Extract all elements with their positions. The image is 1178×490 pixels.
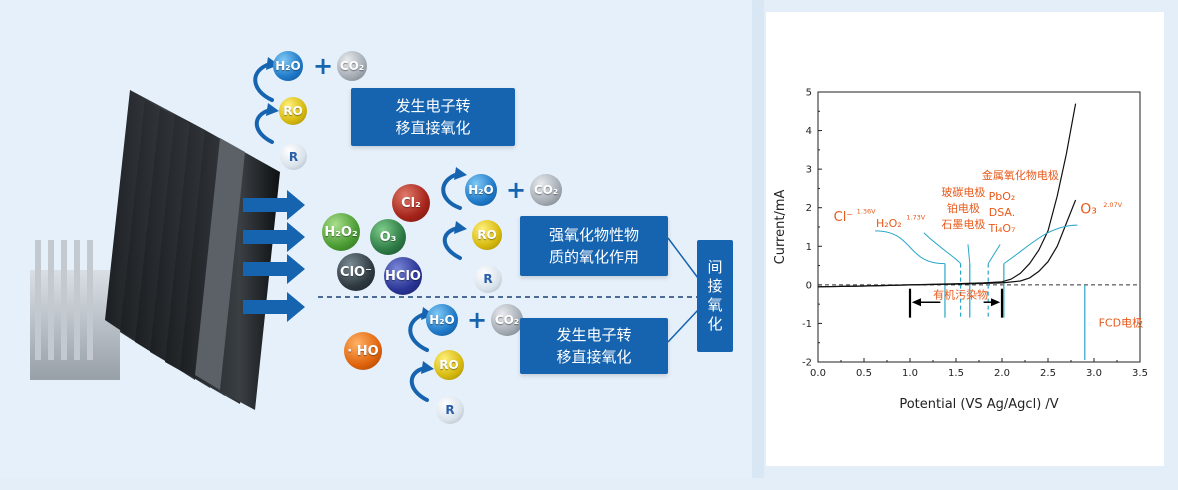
annotation-leader [987, 244, 1001, 264]
potential-current-chart: 0.0 0.5 1.0 1.5 2.0 2.5 3.0 3.5 -2 -1 0 1 2 3 4 5Potent… [773, 88, 1148, 413]
electrode-annotation: 玻碳电极 [941, 185, 985, 199]
y-tick-label: 3 [806, 165, 812, 176]
pollutant-annotation: 有机污染物 [933, 287, 988, 301]
h2o-molecule-top: H₂O [273, 51, 303, 81]
r-molecule-top: R [280, 143, 307, 170]
co2-molecule-top: CO₂ [337, 51, 367, 81]
h2o2-annotation: H₂O₂ [876, 217, 902, 230]
annotation-leader [1003, 224, 1078, 265]
strong-oxidant-box: 强氧化物性物质的氧化作用 [520, 216, 668, 276]
annotation-leader [875, 230, 945, 265]
o3-molecule: O₃ [370, 219, 406, 255]
r-molecule-mid: R [474, 265, 502, 293]
arrow-2 [243, 222, 305, 252]
reaction-arrows [253, 57, 705, 402]
y-tick-label: 4 [806, 126, 812, 137]
cl2-molecule: Cl₂ [392, 184, 430, 222]
pollutant-arrow-left [911, 298, 922, 307]
x-axis-label: Potential (VS Ag/Agcl) /V [899, 397, 1058, 412]
h2o-molecule-mid: H₂O [465, 174, 497, 206]
x-tick-label: 3.5 [1132, 368, 1148, 379]
direct-oxidation-box-top: 发生电子转移直接氧化 [351, 88, 515, 146]
h2o2-molecule: H₂O₂ [322, 213, 360, 251]
arrow-3 [243, 254, 305, 284]
pollutant-arrow-right [990, 298, 1001, 307]
o3-annotation: O₃ [1080, 202, 1097, 218]
r-molecule-bottom: R [436, 396, 464, 424]
pbo2-annotation: PbO₂ [989, 190, 1016, 203]
cl-annotation: Cl⁻ [834, 210, 854, 225]
h2o2-potential-annotation: 1.73V [906, 213, 925, 221]
clo-molecule: ClO⁻ [337, 253, 375, 291]
flow-arrows [243, 190, 305, 322]
annotation-leader [923, 232, 961, 264]
plus-sign-mid: + [506, 176, 527, 204]
plus-sign-bottom: + [467, 306, 488, 334]
hclo-molecule: HClO [384, 257, 422, 295]
x-tick-label: 2.0 [994, 368, 1010, 379]
metal-oxide-annotation: 金属氧化物电极 [982, 168, 1059, 182]
x-tick-label: 0.0 [810, 368, 826, 379]
x-tick-label: 0.5 [856, 368, 872, 379]
pbo2-annotation: DSA. [989, 206, 1016, 219]
ro-molecule-mid: RO [472, 220, 502, 250]
x-tick-label: 1.5 [948, 368, 964, 379]
panel-divider [752, 0, 764, 478]
fcd-annotation: FCD电极 [1099, 316, 1143, 330]
annotation-leader [967, 244, 971, 264]
direct-oxidation-box-bottom: 发生电子转移直接氧化 [520, 318, 668, 374]
electrode-annotation: 铂电极 [947, 201, 980, 215]
ho-radical: · HO [344, 332, 382, 370]
left-panel: H₂O + CO₂ RO R 发生电子转移直接氧化 Cl₂ H₂O₂ O₃ Cl… [30, 51, 733, 424]
h2o-molecule-bottom: H₂O [426, 304, 458, 336]
arrow-4 [243, 292, 305, 322]
electrode-annotation: 石墨电极 [941, 217, 985, 231]
plus-sign-top: + [313, 52, 334, 80]
y-tick-label: 0 [806, 280, 812, 291]
ro-molecule-bottom: RO [434, 350, 464, 380]
x-tick-label: 3.0 [1086, 368, 1102, 379]
series-line [817, 199, 1077, 288]
pbo2-annotation: Ti₄O₇ [988, 222, 1016, 235]
y-tick-label: 2 [806, 203, 812, 214]
co2-molecule-bottom: CO₂ [491, 304, 523, 336]
cl-potential-annotation: 1.36V [857, 208, 876, 216]
indirect-oxidation-box: 间 接 氧 化 [697, 240, 733, 352]
y-tick-label: -2 [802, 358, 812, 369]
co2-molecule-mid: CO₂ [530, 174, 562, 206]
y-tick-label: -1 [802, 319, 812, 330]
y-tick-label: 1 [806, 242, 812, 253]
y-tick-label: 5 [806, 88, 812, 99]
o3-potential-annotation: 2.07V [1103, 201, 1122, 209]
x-tick-label: 2.5 [1040, 368, 1056, 379]
ro-molecule-top: RO [279, 97, 307, 125]
x-tick-label: 1.0 [902, 368, 918, 379]
y-axis-label: Current/mA [773, 190, 788, 265]
base-fins [30, 240, 120, 380]
arrow-1 [243, 190, 305, 220]
